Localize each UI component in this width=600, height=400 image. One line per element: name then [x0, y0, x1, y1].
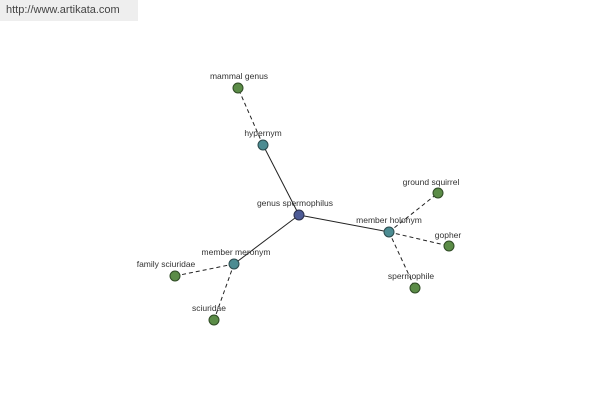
- label-family-sciuridae: family sciuridae: [137, 259, 196, 269]
- node-spermophile[interactable]: [409, 282, 421, 294]
- label-spermophile: spermophile: [388, 271, 435, 281]
- edge-meronym-sciuridae: [213, 263, 235, 321]
- edge-holonym-gopher: [388, 231, 450, 247]
- label-member-holonym: member holonym: [356, 215, 422, 225]
- node-sciuridae[interactable]: [208, 314, 220, 326]
- node-member-holonym[interactable]: [383, 226, 395, 238]
- node-family-sciuridae[interactable]: [169, 270, 181, 282]
- node-member-meronym[interactable]: [228, 258, 240, 270]
- edge-root-hypernym: [262, 144, 300, 216]
- edge-hypernym-mammal-genus: [237, 87, 264, 146]
- edge-holonym-ground-squirrel: [388, 192, 439, 233]
- node-ground-squirrel[interactable]: [432, 187, 444, 199]
- edge-root-member-holonym: [298, 214, 390, 233]
- edge-holonym-spermophile: [388, 231, 416, 289]
- source-url[interactable]: http://www.artikata.com: [0, 0, 138, 21]
- label-member-meronym: member meronym: [202, 247, 271, 257]
- label-hypernym: hypernym: [244, 128, 281, 138]
- edge-meronym-family-sciuridae: [174, 263, 235, 277]
- node-mammal-genus[interactable]: [232, 82, 244, 94]
- label-mammal-genus: mammal genus: [210, 71, 268, 81]
- label-ground-squirrel: ground squirrel: [403, 177, 460, 187]
- label-sciuridae: sciuridae: [192, 303, 226, 313]
- node-genus-spermophilus[interactable]: [293, 209, 305, 221]
- node-hypernym[interactable]: [257, 139, 269, 151]
- edge-root-member-meronym: [233, 214, 300, 265]
- node-gopher[interactable]: [443, 240, 455, 252]
- label-gopher: gopher: [435, 230, 462, 240]
- label-root: genus spermophilus: [257, 198, 333, 208]
